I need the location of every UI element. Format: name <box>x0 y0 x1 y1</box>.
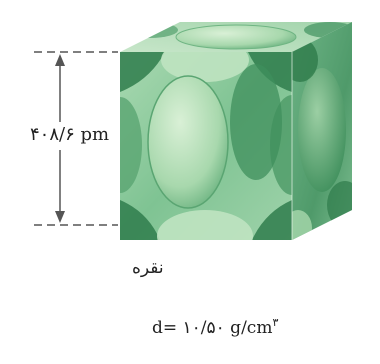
density-exponent: ۳ <box>272 316 279 329</box>
cube-side-face <box>291 22 352 240</box>
density-value: d= ۱۰/۵۰ g/cm <box>152 318 273 338</box>
element-name-label: نقره <box>132 258 164 278</box>
density-label: d= ۱۰/۵۰ g/cm۳ <box>152 316 278 338</box>
cube-front-face <box>120 52 292 240</box>
edge-dimension-marker <box>34 51 118 226</box>
edge-length-label: ۴۰۸/۶ pm <box>30 122 110 147</box>
